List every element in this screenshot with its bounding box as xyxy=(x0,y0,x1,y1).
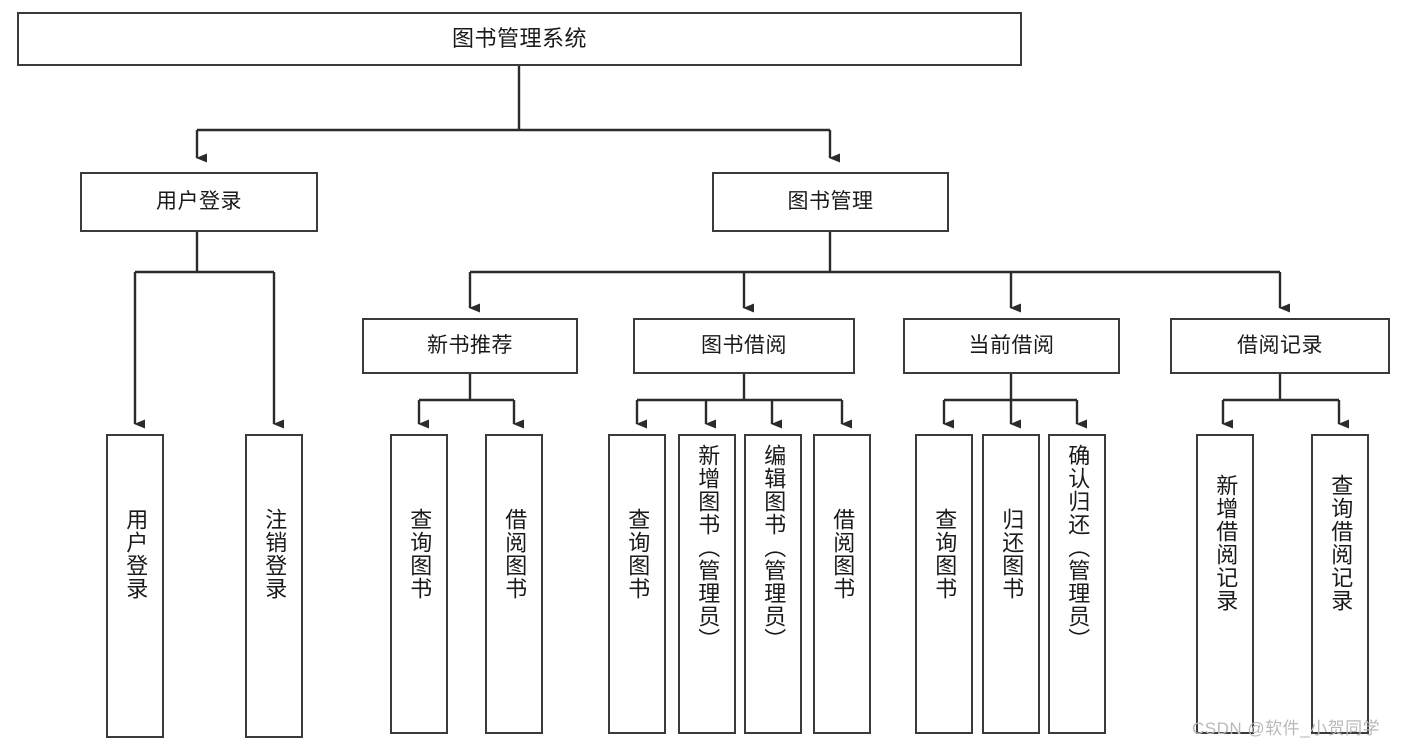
node-label: 借阅记录 xyxy=(1237,333,1323,357)
node-label: 归还图书 xyxy=(999,508,1025,600)
node-label: 编辑图书（管理员） xyxy=(761,444,787,651)
node-label: 用户登录 xyxy=(156,189,242,213)
node-login[interactable]: 用户登录 xyxy=(106,434,164,738)
node-label: 新书推荐 xyxy=(427,333,513,357)
node-book-manage[interactable]: 图书管理 xyxy=(712,172,949,232)
node-query-book-borrow[interactable]: 查询图书 xyxy=(608,434,666,734)
node-label: 图书管理系统 xyxy=(451,26,587,52)
node-book-borrow[interactable]: 图书借阅 xyxy=(633,318,855,374)
node-confirm-return[interactable]: 确认归还（管理员） xyxy=(1048,434,1106,734)
node-label: 查询图书 xyxy=(407,508,433,600)
node-add-borrow-record[interactable]: 新增借阅记录 xyxy=(1196,434,1254,734)
node-logout[interactable]: 注销登录 xyxy=(245,434,303,738)
node-label: 借阅图书 xyxy=(830,508,856,600)
node-borrow-book-rec[interactable]: 借阅图书 xyxy=(485,434,543,734)
node-new-book-recommend[interactable]: 新书推荐 xyxy=(362,318,578,374)
node-label: 图书借阅 xyxy=(701,333,787,357)
node-label: 新增图书（管理员） xyxy=(695,444,721,651)
watermark: CSDN @软件_小贺同学 xyxy=(1192,719,1381,738)
node-query-book-current[interactable]: 查询图书 xyxy=(915,434,973,734)
node-query-borrow-record[interactable]: 查询借阅记录 xyxy=(1311,434,1369,734)
node-current-borrow[interactable]: 当前借阅 xyxy=(903,318,1120,374)
node-root-system[interactable]: 图书管理系统 xyxy=(17,12,1022,66)
node-label: 查询图书 xyxy=(625,508,651,600)
node-label: 注销登录 xyxy=(262,508,288,600)
node-label: 确认归还（管理员） xyxy=(1065,444,1091,651)
node-label: 图书管理 xyxy=(787,189,874,213)
node-label: 借阅图书 xyxy=(502,508,528,600)
node-label: 查询图书 xyxy=(932,508,958,600)
node-label: 用户登录 xyxy=(123,508,149,600)
node-user-login[interactable]: 用户登录 xyxy=(80,172,318,232)
node-label: 查询借阅记录 xyxy=(1328,474,1354,612)
node-return-book[interactable]: 归还图书 xyxy=(982,434,1040,734)
node-label: 当前借阅 xyxy=(968,333,1055,357)
node-add-book[interactable]: 新增图书（管理员） xyxy=(678,434,736,734)
node-borrow-book[interactable]: 借阅图书 xyxy=(813,434,871,734)
node-label: 新增借阅记录 xyxy=(1213,474,1239,612)
node-edit-book[interactable]: 编辑图书（管理员） xyxy=(744,434,802,734)
node-borrow-record[interactable]: 借阅记录 xyxy=(1170,318,1390,374)
node-query-book-rec[interactable]: 查询图书 xyxy=(390,434,448,734)
